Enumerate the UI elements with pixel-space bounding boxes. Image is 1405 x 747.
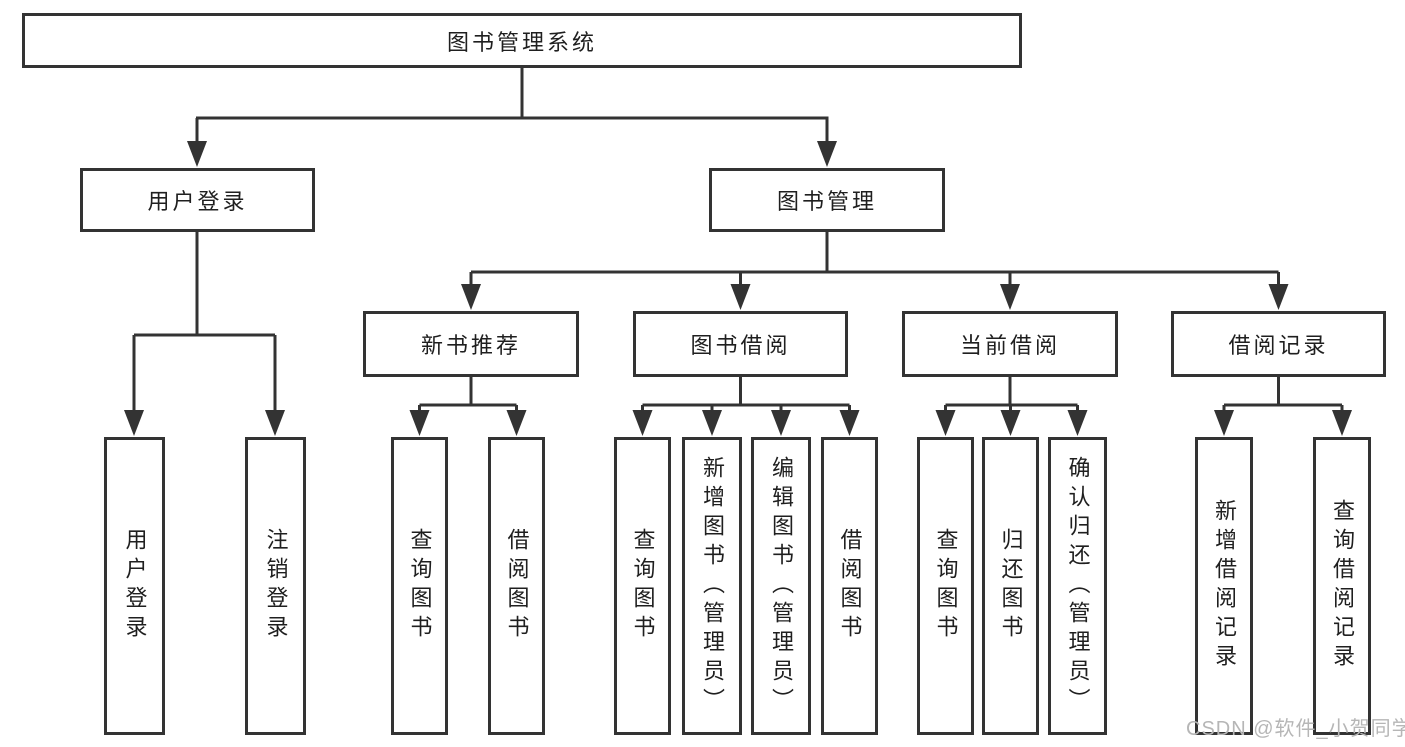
node-borrow-records: 借阅记录 (1171, 311, 1386, 377)
arrowhead (409, 410, 430, 436)
arrowhead (1000, 284, 1020, 310)
leaf-logout: 注销登录 (245, 437, 306, 735)
arrowheads (124, 141, 1352, 436)
arrowhead (1268, 284, 1289, 310)
node-book-mgmt: 图书管理 (709, 168, 945, 232)
leaf-borrow-books: 借阅图书 (821, 437, 878, 735)
connector-book-borrow (641, 377, 851, 425)
leaf-edit-books-admin: 编辑图书（管理员） (751, 437, 811, 735)
leaf-query-books-recommend: 查询图书 (391, 437, 448, 735)
arrowhead (817, 141, 837, 167)
connector-book-mgmt (469, 232, 1280, 299)
leaf-query-books-current: 查询图书 (917, 437, 974, 735)
arrowhead (265, 410, 285, 436)
leaf-borrow-books-recommend: 借阅图书 (488, 437, 545, 735)
node-user-login: 用户登录 (80, 168, 315, 232)
leaf-add-books-admin: 新增图书（管理员） (682, 437, 742, 735)
leaf-user-login: 用户登录 (104, 437, 165, 735)
leaf-query-books-borrow: 查询图书 (614, 437, 671, 735)
connector-new-book (418, 377, 518, 425)
arrowhead (935, 410, 956, 436)
leaf-confirm-return-admin: 确认归还（管理员） (1048, 437, 1107, 735)
arrowhead (1214, 410, 1234, 436)
leaf-return-books: 归还图书 (982, 437, 1039, 735)
arrowhead (187, 141, 207, 167)
leaf-query-borrow-record: 查询借阅记录 (1313, 437, 1371, 735)
arrowhead (506, 410, 527, 436)
node-current-borrow: 当前借阅 (902, 311, 1118, 377)
arrowhead (1332, 410, 1352, 436)
arrowhead (461, 284, 481, 310)
arrowhead (632, 410, 653, 436)
arrowhead (771, 410, 791, 436)
watermark: CSDN @软件_小贺同学 (1186, 718, 1405, 740)
node-root: 图书管理系统 (22, 13, 1022, 68)
arrowhead (1067, 410, 1088, 436)
arrowhead (730, 284, 751, 310)
arrowhead (702, 410, 722, 436)
connector-user-login (132, 232, 277, 425)
node-new-book-recommend: 新书推荐 (363, 311, 579, 377)
arrowhead (124, 410, 144, 436)
connector-root (195, 68, 829, 156)
arrowhead (1000, 410, 1021, 436)
arrowhead (839, 410, 860, 436)
connector-borrow-records (1222, 377, 1344, 425)
node-book-borrow: 图书借阅 (633, 311, 848, 377)
leaf-add-borrow-record: 新增借阅记录 (1195, 437, 1253, 735)
